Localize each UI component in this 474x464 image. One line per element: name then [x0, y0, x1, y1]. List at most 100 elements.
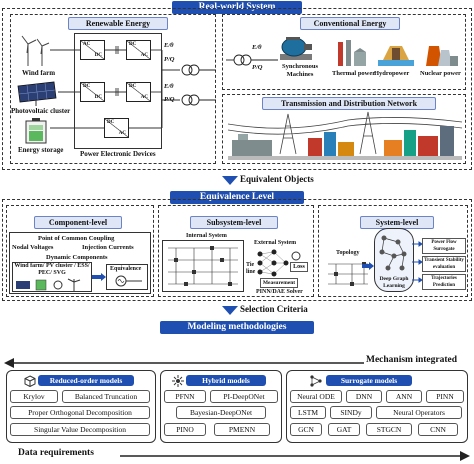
- modeling-banner: Modeling methodologies: [160, 321, 314, 334]
- model-cnn: CNN: [418, 423, 458, 436]
- transmission-network-icon: [228, 111, 462, 160]
- nodal-voltage-label: Nodal Voltages: [12, 244, 54, 251]
- component-icons: [16, 278, 81, 291]
- wind-farm-label: Wind farm: [22, 69, 56, 77]
- cluster-box: [12, 262, 92, 292]
- tdn-title: Transmission and Distribution Network: [262, 97, 436, 110]
- injection-current-label: Injection Currents: [82, 244, 134, 251]
- model-svd: Singular Value Decomposition: [10, 423, 150, 436]
- solar-panel-icon: [17, 81, 57, 106]
- internal-system-box: [162, 240, 244, 292]
- cluster-label: Wind farm/ PV cluster / ESS/ PEC/ SVG: [14, 263, 90, 276]
- data-axis-arrow: [120, 451, 470, 461]
- renewable-eo-bottom: E/θ: [164, 83, 174, 90]
- ped-label: Power Electronic Devices: [80, 150, 156, 158]
- arrow-down-2: [222, 306, 238, 315]
- renewable-panel: [10, 14, 216, 164]
- real-world-frame: [2, 8, 472, 170]
- pcc-label: Point of Common Coupling: [38, 235, 115, 242]
- dgl-label: Deep Graph Learning: [379, 276, 409, 289]
- component-title: Component-level: [34, 216, 122, 229]
- internal-grid-icon: [168, 246, 238, 286]
- output-power-flow: Power Flow Surrogate: [422, 238, 466, 254]
- dynamic-components-label: Dynamic Components: [46, 254, 108, 261]
- tdn-panel: [222, 94, 466, 164]
- internal-system-label: Internal System: [186, 233, 227, 239]
- model-gcn: GCN: [290, 423, 322, 436]
- model-bayesian-deeponet: Bayesian-DeepONet: [176, 406, 266, 419]
- loss-box: Loss: [290, 262, 308, 272]
- graph-network-icon: [379, 235, 407, 271]
- renewable-title: Renewable Energy: [68, 17, 168, 30]
- output-trajectories: Trajectories Prediction: [422, 274, 466, 290]
- power-electronic-box: [74, 33, 162, 149]
- model-pino: PINO: [164, 423, 206, 436]
- equivalence-banner: Equivalence Level: [170, 191, 304, 204]
- model-pi-deeponet: PI-DeepONet: [210, 390, 278, 403]
- mechanism-label: Mechanism integrated: [366, 355, 458, 365]
- external-system-label: External System: [254, 240, 297, 246]
- model-dnn: DNN: [346, 390, 382, 403]
- hybrid-icon: [172, 375, 184, 387]
- equivalence-label: Equivalence: [110, 266, 142, 272]
- model-ann: ANN: [386, 390, 422, 403]
- model-krylov: Krylov: [10, 390, 58, 403]
- cube-icon: [24, 375, 36, 387]
- subsystem-title: Subsystem-level: [190, 216, 278, 229]
- equivalence-arrow-icon: [92, 273, 106, 281]
- model-sindy: SINDy: [330, 406, 372, 419]
- renewable-pq-bottom: P/Q: [164, 96, 175, 103]
- model-pmenn: PMENN: [214, 423, 270, 436]
- nuclear-plant-icon: [426, 46, 458, 66]
- model-lstm: LSTM: [290, 406, 326, 419]
- equivalent-source-icon: [115, 275, 142, 287]
- output-transient-stability: Transient Stability evaluation: [422, 256, 466, 272]
- conventional-pq: P/Q: [252, 64, 263, 71]
- hydropower-label: Hydropower: [374, 70, 410, 77]
- model-gat: GAT: [328, 423, 360, 436]
- model-pod: Proper Orthogonal Decomposition: [10, 406, 150, 419]
- model-neural-ode: Neural ODE: [290, 390, 342, 403]
- surrogate-network-icon: [310, 375, 322, 387]
- data-requirements-label: Data requirements: [18, 448, 94, 458]
- arrow-down-1: [222, 176, 238, 185]
- renewable-eo-top: E/θ: [164, 42, 174, 49]
- subsystem-panel: [158, 205, 314, 297]
- synchronous-label: Synchronous Machines: [281, 63, 318, 78]
- hydropower-icon: [378, 46, 414, 66]
- pv-cluster-label: Photovoltaic cluster: [11, 107, 71, 115]
- renewable-wiring: [50, 46, 216, 129]
- component-inner: [9, 232, 151, 294]
- component-panel: [6, 205, 154, 297]
- equivalent-objects-label: Equivalent Objects: [240, 174, 314, 184]
- hybrid-title: Hybrid models: [186, 375, 266, 386]
- tie-line-label: Tie line: [246, 262, 256, 275]
- wind-turbine-icon: [21, 35, 50, 66]
- topology-label: Topology: [336, 250, 360, 256]
- surrogate-title: Surrogate models: [326, 375, 412, 386]
- dgl-box: [374, 228, 414, 292]
- model-pinn: PINN: [426, 390, 464, 403]
- conventional-wiring: [226, 54, 278, 66]
- energy-storage-label: Energy storage: [18, 146, 64, 154]
- equivalence-box: [106, 264, 148, 290]
- selection-criteria-label: Selection Criteria: [240, 304, 308, 314]
- synchronous-machine-icon: [280, 37, 312, 60]
- renewable-pq-top: P/Q: [164, 56, 175, 63]
- conventional-title: Conventional Energy: [300, 17, 400, 30]
- system-panel: [318, 205, 468, 297]
- model-neural-operators: Neural Operators: [376, 406, 462, 419]
- model-pfnn: PFNN: [164, 390, 206, 403]
- system-title: System-level: [360, 216, 434, 229]
- equivalence-frame: [2, 199, 472, 301]
- thermal-plant-icon: [338, 40, 366, 66]
- conventional-eo: E/θ: [252, 44, 262, 51]
- battery-icon: [25, 118, 47, 144]
- nuclear-label: Nuclear power: [420, 70, 461, 77]
- reduced-order-title: Reduced-order models: [38, 375, 134, 386]
